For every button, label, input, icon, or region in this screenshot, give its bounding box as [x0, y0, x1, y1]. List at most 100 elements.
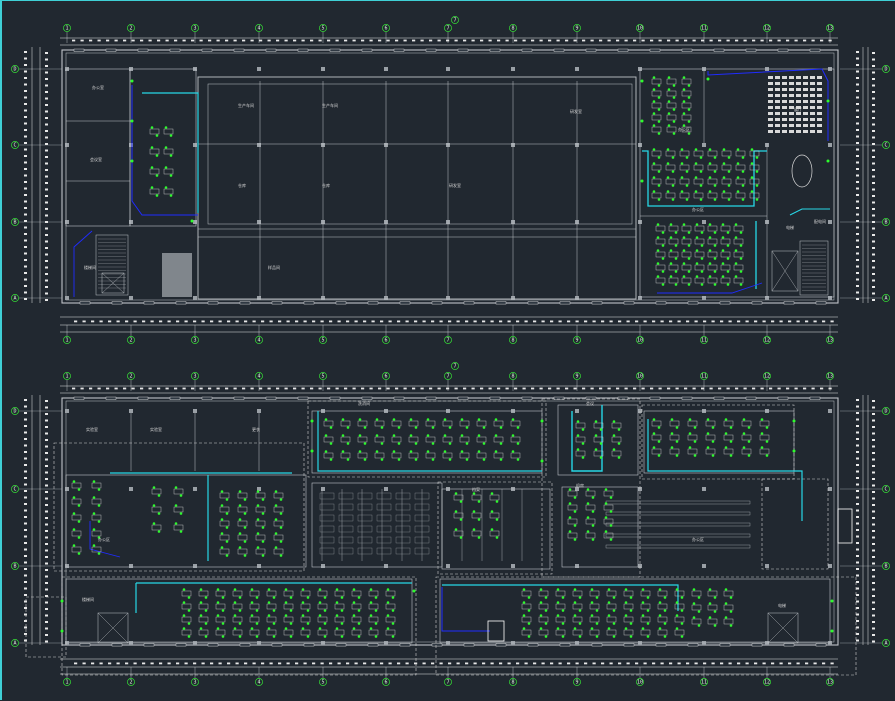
- locker: [338, 547, 354, 555]
- desk: [651, 90, 662, 97]
- desk: [707, 178, 718, 185]
- fixture: [646, 622, 650, 625]
- fixture: [341, 434, 345, 437]
- desk: [707, 590, 718, 597]
- fixture: [414, 426, 418, 429]
- dim-tick: [856, 265, 859, 268]
- dim-tick: [856, 272, 859, 274]
- desk: [651, 434, 662, 441]
- dim-tick: [454, 39, 458, 42]
- fixture: [700, 231, 704, 234]
- svg-text:C: C: [13, 143, 16, 149]
- fixture: [92, 496, 96, 499]
- room-label: 实验室: [86, 426, 98, 432]
- dim-tick: [856, 207, 859, 209]
- fixture: [724, 432, 728, 435]
- desk: [425, 436, 436, 443]
- desk: [741, 434, 752, 441]
- fixture: [522, 588, 526, 591]
- dim-tick: [652, 320, 656, 323]
- dim-tick: [726, 387, 730, 390]
- dim-tick: [872, 530, 875, 532]
- seat: [789, 130, 794, 133]
- fixture: [658, 614, 662, 617]
- dim-tick: [872, 162, 875, 165]
- fixture: [680, 609, 684, 612]
- hall-inner: [207, 83, 633, 225]
- axis-bubble-top: 9: [573, 24, 581, 32]
- dim-tick: [643, 320, 647, 323]
- dim-tick: [284, 39, 288, 42]
- fixture: [682, 236, 686, 239]
- fixture: [629, 635, 633, 638]
- dim-tick: [244, 320, 248, 323]
- desk: [71, 546, 82, 553]
- bench: [605, 511, 751, 516]
- fixture: [590, 601, 594, 604]
- fixture: [482, 442, 486, 445]
- window: [239, 301, 251, 305]
- dim-tick: [91, 662, 95, 665]
- axis-bubble-bottom: 6: [382, 336, 390, 344]
- fixture: [734, 223, 738, 226]
- dim-tick: [24, 220, 27, 222]
- fixture: [599, 442, 603, 445]
- desk: [668, 251, 679, 258]
- desk: [340, 436, 351, 443]
- desk: [555, 629, 566, 636]
- dim-tick: [548, 387, 552, 390]
- desk: [669, 434, 680, 441]
- dim-tick: [24, 103, 27, 105]
- fixture: [661, 270, 665, 273]
- fixture: [669, 275, 673, 278]
- fixture: [409, 434, 413, 437]
- structural-column: [828, 220, 832, 224]
- fixture: [274, 546, 278, 549]
- fixture: [661, 257, 665, 260]
- fixture: [792, 449, 796, 453]
- dim-tick: [872, 104, 875, 106]
- fixture: [657, 108, 661, 111]
- dim-tick: [872, 471, 875, 474]
- fixture: [739, 257, 743, 260]
- dim-tick: [422, 320, 426, 323]
- dim-tick: [235, 662, 239, 665]
- fixture: [335, 614, 339, 617]
- wall-fixtures: [60, 77, 834, 633]
- fixture: [233, 588, 237, 591]
- desk: [266, 616, 277, 623]
- structural-column: [828, 409, 832, 413]
- dim-tick: [45, 582, 48, 584]
- dim-tick: [303, 662, 307, 665]
- dim-tick: [856, 542, 859, 544]
- fixture: [495, 536, 499, 539]
- dim-tick: [856, 96, 859, 99]
- desk: [357, 436, 368, 443]
- axis-bubble-bottom: 8: [509, 678, 517, 686]
- fixture: [544, 635, 548, 638]
- window: [713, 48, 725, 52]
- dim-tick: [210, 320, 214, 323]
- structural-column: [257, 487, 261, 491]
- desk: [149, 128, 160, 135]
- fixture: [77, 488, 81, 491]
- window: [681, 396, 693, 400]
- seat: [775, 118, 780, 121]
- dim-tick: [24, 561, 27, 564]
- fixture: [590, 588, 594, 591]
- fixture: [150, 186, 154, 189]
- desk: [538, 603, 549, 610]
- fixture: [694, 148, 698, 151]
- svg-text:D: D: [884, 409, 887, 415]
- dim-tick: [514, 39, 518, 42]
- dim-tick: [24, 83, 27, 86]
- desk: [510, 452, 521, 459]
- window: [719, 643, 731, 647]
- dim-tick: [856, 64, 859, 66]
- dim-tick: [24, 620, 27, 622]
- fixture: [221, 596, 225, 599]
- desk: [651, 448, 662, 455]
- dim-tick: [24, 464, 27, 466]
- svg-text:D: D: [13, 67, 16, 73]
